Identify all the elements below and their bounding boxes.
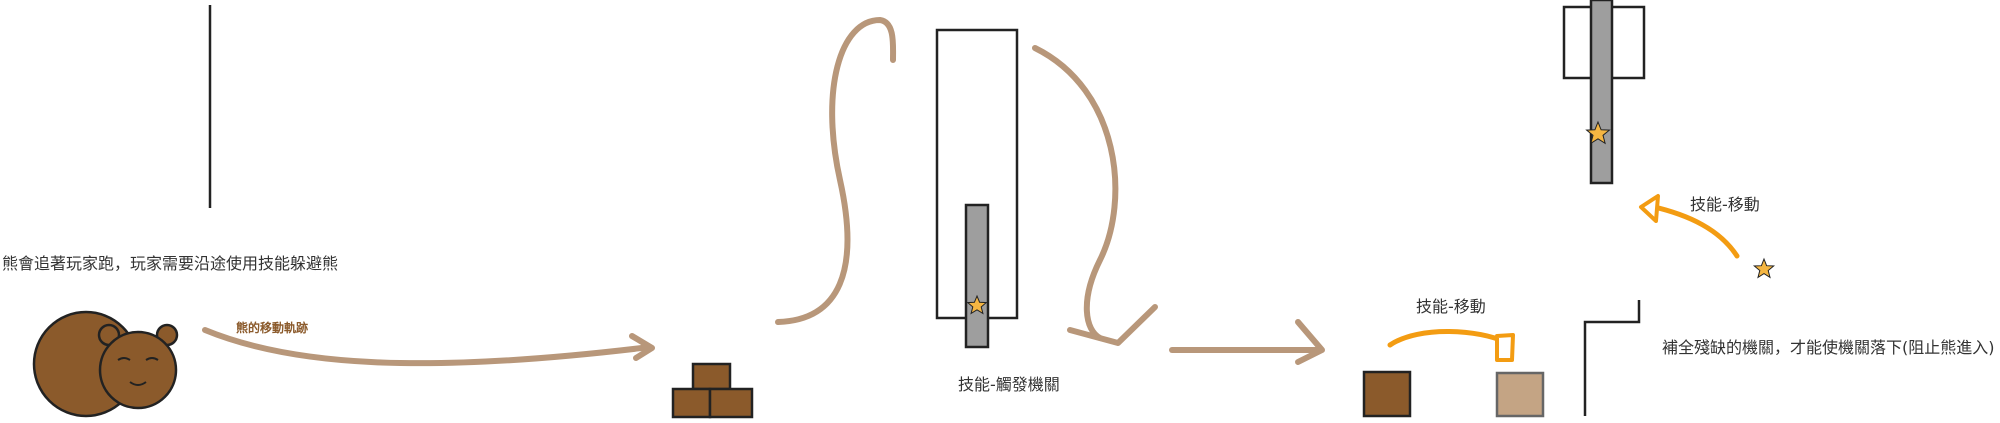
- fill-mechanism-label: 補全殘缺的機關，才能使機關落下(阻止熊進入): [1662, 338, 1995, 357]
- bear-path-segment-2: [775, 17, 897, 325]
- skill-move-label-1: 技能-移動: [1416, 297, 1486, 316]
- box-dark: [1362, 370, 1412, 418]
- bear-icon: [32, 310, 179, 418]
- skill-move-label-2: 技能-移動: [1690, 195, 1760, 214]
- star-icon: [966, 294, 988, 315]
- skill-move-arrowhead-1: [1495, 333, 1515, 362]
- bear-path-label: 熊的移動軌跡: [236, 321, 309, 335]
- bear-path-segment-3: [1032, 45, 1119, 341]
- bear-path-arrowhead-3: [1295, 319, 1325, 365]
- star-icon: [1752, 257, 1776, 279]
- bear-path-arrowhead-1: [629, 333, 655, 361]
- skill-move-arrow-2: [1647, 203, 1740, 259]
- bear-path-segment-1: [202, 327, 653, 367]
- skill-trigger-label: 技能-觸發機關: [958, 375, 1060, 394]
- bear-chase-label: 熊會追著玩家跑，玩家需要沿途使用技能躲避熊: [2, 254, 339, 273]
- mechanism-bar: [964, 203, 990, 349]
- broken-mechanism-outline: [1583, 300, 1641, 416]
- box-stack: [671, 362, 754, 419]
- skill-move-arrow-1: [1387, 329, 1508, 348]
- box-light: [1495, 371, 1545, 418]
- gate-bar: [1589, 0, 1614, 185]
- bear-path: [202, 17, 1325, 367]
- star-icon: [1585, 120, 1611, 145]
- skill-move-arrowhead-2: [1639, 194, 1660, 223]
- bear-path-arrowhead-2: [1067, 304, 1158, 346]
